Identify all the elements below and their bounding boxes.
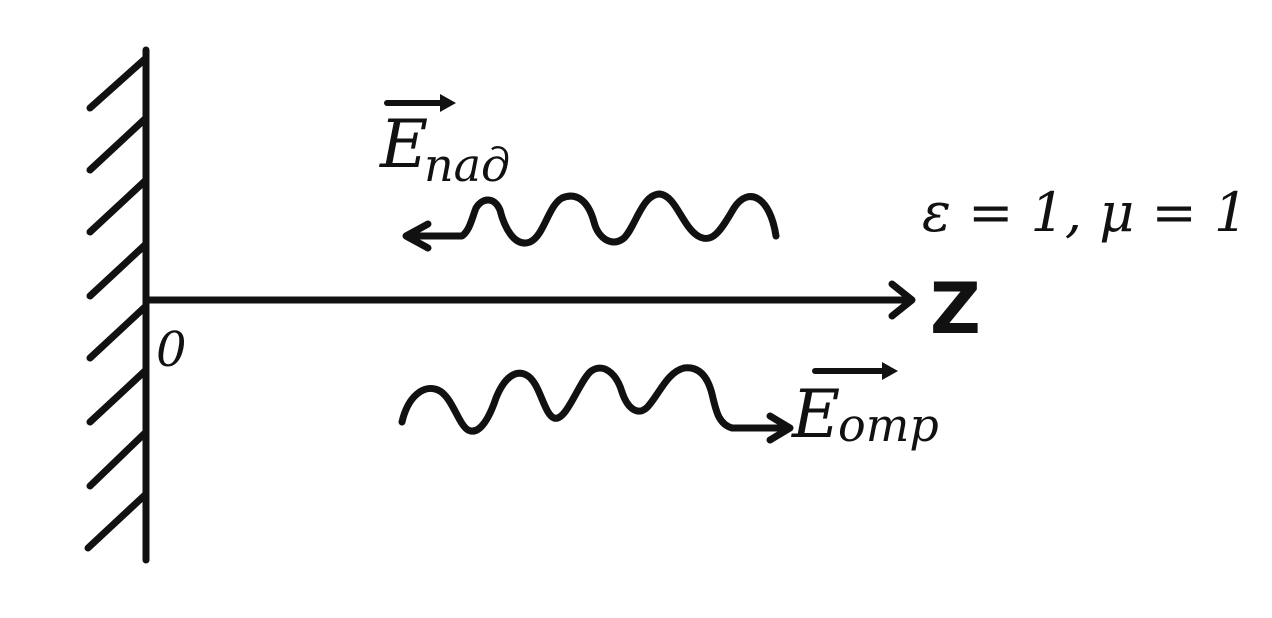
reflected-field-subscript: отр	[838, 398, 939, 452]
hatch-mark	[86, 114, 150, 174]
reflected-field-symbol: E	[792, 376, 841, 453]
vector-arrow-icon	[384, 94, 456, 112]
hatch-mark	[86, 240, 150, 300]
reflected-wave-arrowhead	[766, 412, 794, 444]
hatch-mark	[86, 302, 150, 362]
origin-label: 0	[156, 322, 187, 378]
hatch-mark	[84, 490, 150, 552]
hatch-mark	[86, 428, 150, 490]
vector-arrow-icon	[812, 362, 898, 380]
incident-wave-curve	[412, 190, 780, 247]
incident-field-label: E пад	[380, 92, 550, 192]
incident-field-subscript: пад	[424, 138, 511, 192]
z-axis-label: Z	[930, 268, 981, 350]
wall-hatching	[84, 54, 150, 552]
reflected-field-label: E отр	[790, 362, 980, 462]
incident-wave-arrowhead	[402, 220, 432, 252]
hatch-mark	[86, 366, 150, 426]
media-params-label: ε = 1, μ = 1	[922, 181, 1249, 244]
reflected-wave-curve	[398, 364, 784, 435]
hatch-mark	[86, 176, 150, 236]
z-axis-arrowhead	[888, 280, 916, 320]
incident-field-symbol: E	[380, 106, 429, 183]
hatch-mark	[86, 54, 150, 112]
